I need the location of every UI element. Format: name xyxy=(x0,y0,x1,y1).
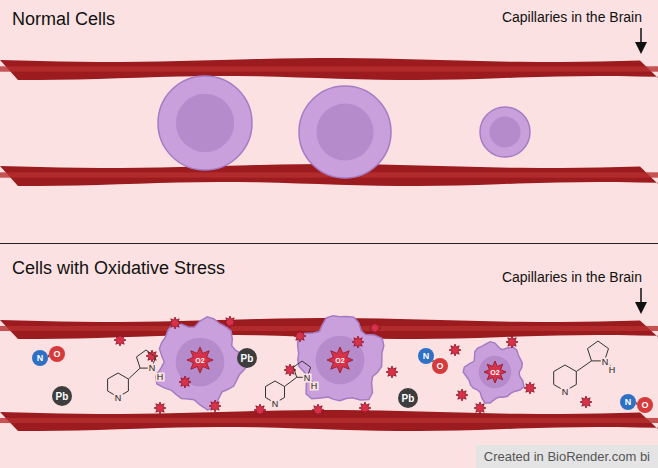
stressed-cell xyxy=(463,342,524,403)
atom-circle: N xyxy=(620,394,636,410)
stressed-cell xyxy=(156,317,248,410)
atom-symbol: N xyxy=(37,353,44,363)
atom-label: H xyxy=(156,373,165,382)
ros-starburst xyxy=(312,404,324,416)
atom-label: N xyxy=(148,364,157,373)
ros-label: O2 xyxy=(490,369,499,376)
molecule-bond xyxy=(576,361,591,372)
structure-label: Capillaries in the Brain xyxy=(502,269,642,285)
ros-label: O2 xyxy=(195,357,204,364)
ros-starburst xyxy=(369,322,381,334)
panel-title: Cells with Oxidative Stress xyxy=(12,258,225,279)
atom-label: N xyxy=(114,394,123,403)
panel: Cells with Oxidative StressCapillaries i… xyxy=(0,244,658,468)
ros-starburst xyxy=(154,402,166,414)
ros-starburst xyxy=(209,400,221,412)
ros-starburst xyxy=(169,317,181,329)
capillary-wall xyxy=(0,410,658,431)
ros-starburst xyxy=(224,316,236,328)
ros-starburst xyxy=(114,334,126,346)
capillary-wall-stripe xyxy=(0,66,658,71)
ros-starburst xyxy=(386,366,398,378)
atom-circle: N xyxy=(32,350,48,366)
ros-starburst xyxy=(524,382,536,394)
ros-starburst xyxy=(254,404,266,416)
watermark: Created in BioRender.com bi xyxy=(476,445,658,468)
cell xyxy=(299,86,391,178)
ros-starburst xyxy=(179,376,191,388)
pointer-arrow xyxy=(640,28,642,48)
cell xyxy=(158,76,252,170)
atom-circle: Pb xyxy=(52,386,72,406)
atom-circle: Pb xyxy=(237,348,257,368)
ros-starburst xyxy=(359,402,371,414)
ros-starburst xyxy=(187,347,213,373)
molecule-bond xyxy=(128,368,140,379)
panel-title: Normal Cells xyxy=(12,9,115,30)
pointer-arrow xyxy=(640,288,642,308)
ros-starburst xyxy=(456,389,468,401)
atom-circle: Pb xyxy=(398,388,418,408)
ros-starburst xyxy=(327,347,353,373)
panel: Normal Cells Capillaries in the Brain xyxy=(0,0,658,243)
ros-starburst xyxy=(352,336,364,348)
atom-label: N xyxy=(271,400,280,409)
atom-circle: N xyxy=(418,348,434,364)
panel-divider xyxy=(0,243,658,244)
molecule-bond xyxy=(285,377,297,386)
atom-circle: O xyxy=(637,397,653,413)
cell-nucleus xyxy=(490,117,521,148)
atom-symbol: N xyxy=(625,397,632,407)
ros-starburst xyxy=(484,361,506,383)
ros-starburst xyxy=(580,396,592,408)
ros-starburst xyxy=(506,336,518,348)
cell-nucleus xyxy=(316,336,365,385)
cell xyxy=(480,107,530,157)
atom-symbol: Pb xyxy=(402,393,415,404)
ros-label: O2 xyxy=(335,357,344,364)
atom-symbol: Pb xyxy=(241,353,254,364)
atom-label: H xyxy=(608,366,617,375)
capillary-wall xyxy=(0,58,658,80)
atom-symbol: O xyxy=(53,349,60,359)
atom-symbol: O xyxy=(436,361,443,371)
cell-nucleus xyxy=(176,94,234,152)
atom-circle: O xyxy=(49,346,65,362)
stressed-cell xyxy=(298,316,384,401)
ros-starburst xyxy=(449,344,461,356)
atom-label: N xyxy=(561,388,570,397)
ros-starburst xyxy=(474,402,486,414)
atom-circle: O xyxy=(432,358,448,374)
atom-symbol: N xyxy=(423,351,430,361)
atom-symbol: Pb xyxy=(56,391,69,402)
ros-starburst xyxy=(294,330,306,342)
atom-symbol: O xyxy=(641,400,648,410)
cell-nucleus xyxy=(479,356,511,388)
cell-nucleus xyxy=(316,103,373,160)
atom-label: H xyxy=(310,382,319,391)
structure-label: Capillaries in the Brain xyxy=(502,9,642,25)
capillary-wall-stripe xyxy=(0,418,658,423)
